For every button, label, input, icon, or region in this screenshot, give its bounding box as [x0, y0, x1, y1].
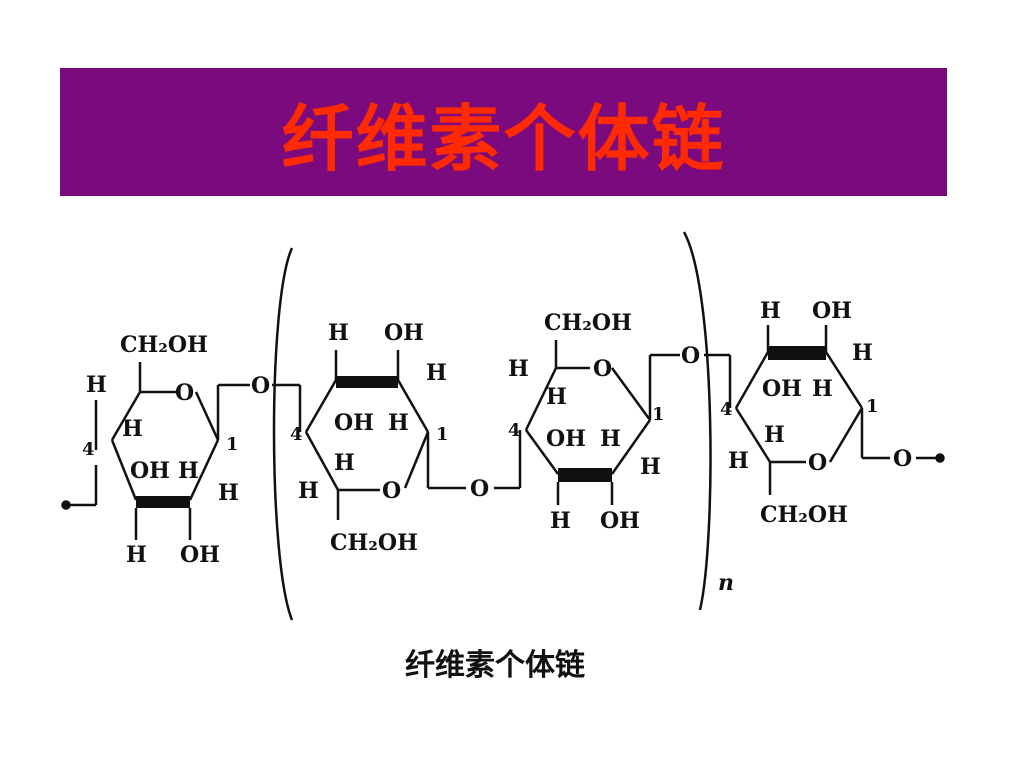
ring2-c1: 1	[436, 424, 449, 445]
ring1-oh-inner: OH	[130, 458, 170, 484]
ring2-h-inner-low: H	[334, 450, 355, 476]
bridge-oxygen-2: O	[470, 476, 489, 502]
chain-start-dot	[61, 500, 71, 510]
left-bracket	[272, 247, 294, 621]
ring2-h-inner: H	[388, 410, 409, 436]
ring3-h-inner: H	[546, 384, 567, 410]
ring2-ring-oxygen: O	[382, 478, 401, 504]
glucose-ring-2	[304, 350, 466, 520]
right-bracket	[682, 231, 712, 611]
ring1-oh-bottom: OH	[180, 542, 220, 568]
glucose-ring-1	[110, 362, 250, 540]
ring4-h-inner: H	[812, 376, 833, 402]
ring3-ch2oh: CH₂OH	[544, 310, 632, 336]
bridge-oxygen-3: O	[681, 343, 700, 369]
ring4-c1: 1	[866, 396, 879, 417]
ring3-oh-inner: OH	[546, 426, 586, 452]
ring4-c4: 4	[720, 399, 733, 420]
ring1-ch2oh: CH₂OH	[120, 332, 208, 358]
ring4-ch2oh: CH₂OH	[760, 502, 848, 528]
ring2-oh-top: OH	[384, 320, 424, 346]
ring2-c4: 4	[290, 424, 303, 445]
title-banner: 纤维素个体链	[60, 68, 947, 196]
ring1-h-bottom: H	[126, 542, 147, 568]
ring4-h-right-top: H	[852, 340, 873, 366]
bridge-oxygen-4: O	[893, 446, 912, 472]
ring2-h-left-low: H	[298, 478, 319, 504]
repeat-subscript: n	[718, 570, 734, 596]
glucose-ring-3	[524, 340, 680, 505]
ring3-c1: 1	[652, 404, 665, 425]
ring3-ring-oxygen: O	[593, 356, 612, 382]
slide-title: 纤维素个体链	[281, 95, 726, 181]
ring3-h-inner2: H	[600, 426, 621, 452]
ring1-c4: 4	[82, 439, 95, 460]
ring1-c1: 1	[226, 434, 239, 455]
chain-end-dot	[935, 453, 945, 463]
ring4-h-left-low: H	[728, 448, 749, 474]
glucose-ring-4	[734, 325, 890, 495]
ring2-oh-inner: OH	[334, 410, 374, 436]
ring3-h-left: H	[508, 356, 529, 382]
diagram-caption: 纤维素个体链	[405, 648, 585, 683]
ring4-ring-oxygen: O	[808, 450, 827, 476]
ring1-h-inner: H	[122, 416, 143, 442]
ring4-h-top: H	[760, 298, 781, 324]
ring3-oh-bottom: OH	[600, 508, 640, 534]
ring1-h-right: H	[218, 480, 239, 506]
ring4-oh-inner: OH	[762, 376, 802, 402]
ring3-h-right: H	[640, 454, 661, 480]
ring3-h-bottom: H	[550, 508, 571, 534]
ring2-h-top: H	[328, 320, 349, 346]
bridge-oxygen-1: O	[251, 373, 270, 399]
ring1-h-left: H	[86, 372, 107, 398]
ring2-ch2oh: CH₂OH	[330, 530, 418, 556]
ring1-ring-oxygen: O	[175, 380, 194, 406]
ring2-h-right-top: H	[426, 360, 447, 386]
ring4-h-inner-low: H	[764, 422, 785, 448]
ring3-c4: 4	[508, 420, 521, 441]
ring1-h-inner2: H	[178, 458, 199, 484]
ring4-oh-top: OH	[812, 298, 852, 324]
